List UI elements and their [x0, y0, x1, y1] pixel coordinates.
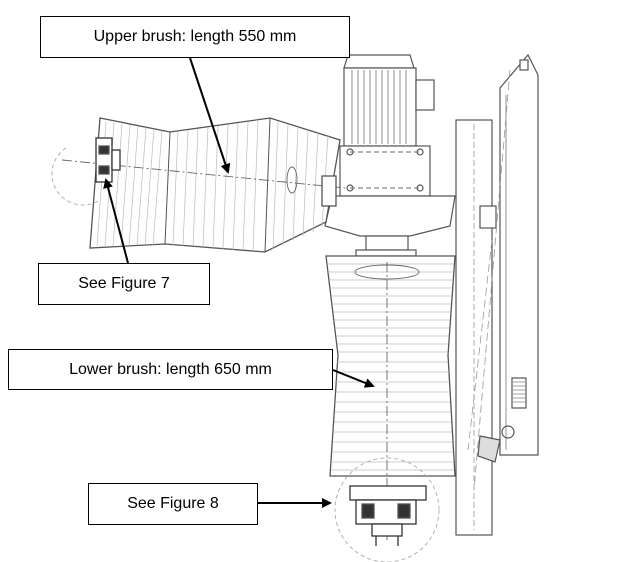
leader-lower-brush — [332, 369, 375, 388]
callout-lower-brush: Lower brush: length 650 mm — [8, 349, 333, 390]
support-frame — [455, 53, 539, 536]
upper-brush — [51, 117, 346, 253]
leader-lines — [103, 57, 375, 508]
callout-see-figure-7: See Figure 7 — [38, 263, 210, 305]
leader-upper-brush — [189, 57, 231, 174]
lower-brush — [325, 255, 456, 562]
callout-upper-brush: Upper brush: length 550 mm — [40, 16, 350, 58]
motor — [324, 54, 456, 257]
leader-see-figure-7 — [103, 178, 129, 264]
callout-see-figure-8: See Figure 8 — [88, 483, 258, 525]
